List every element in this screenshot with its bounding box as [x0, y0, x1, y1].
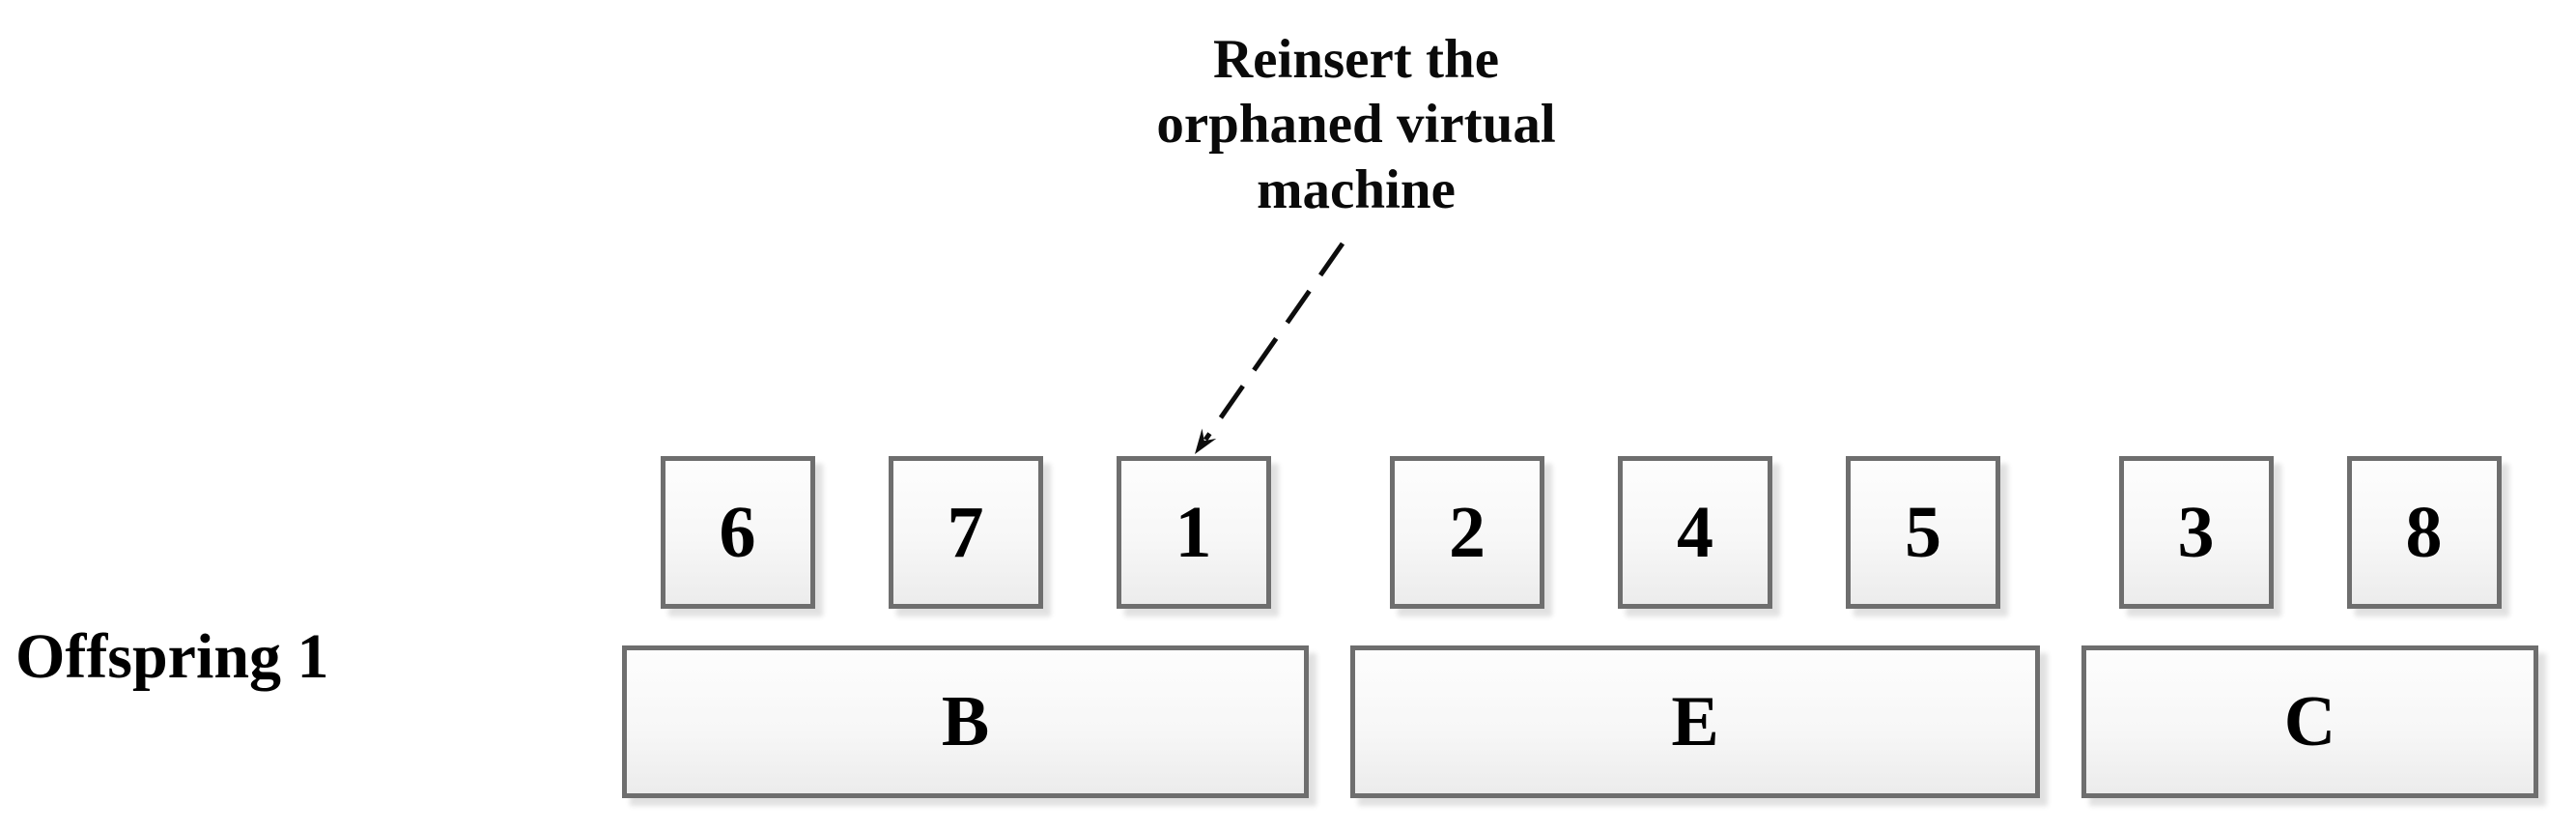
- vm-box: 3: [2118, 456, 2274, 609]
- vm-box: 1: [1116, 456, 1271, 609]
- vm-box: 7: [888, 456, 1043, 609]
- vm-box: 5: [1846, 456, 2000, 609]
- arrow-head-icon: [1195, 428, 1217, 454]
- machine-group-e: 2 4 5 E: [1350, 456, 2040, 798]
- machine-group-b: 6 7 1 B: [622, 456, 1309, 798]
- vm-row: 2 4 5: [1350, 456, 2040, 609]
- arrow-dashed-line: [1203, 242, 1345, 442]
- vm-box: 8: [2346, 456, 2502, 609]
- vm-row: 6 7 1: [622, 456, 1309, 609]
- physical-machine-box: C: [2081, 645, 2538, 798]
- physical-machine-box: E: [1350, 645, 2040, 798]
- reinsert-annotation: Reinsert the orphaned virtual machine: [1156, 29, 1556, 220]
- vm-box: 6: [660, 456, 815, 609]
- vm-box: 4: [1618, 456, 1772, 609]
- machine-group-c: 3 8 C: [2081, 456, 2538, 798]
- offspring-label: Offspring 1: [15, 621, 329, 692]
- vm-box: 2: [1390, 456, 1544, 609]
- physical-machine-box: B: [622, 645, 1309, 798]
- assignment-groups: 6 7 1 B 2 4 5 E 3 8 C: [622, 456, 2538, 798]
- vm-row: 3 8: [2081, 456, 2538, 609]
